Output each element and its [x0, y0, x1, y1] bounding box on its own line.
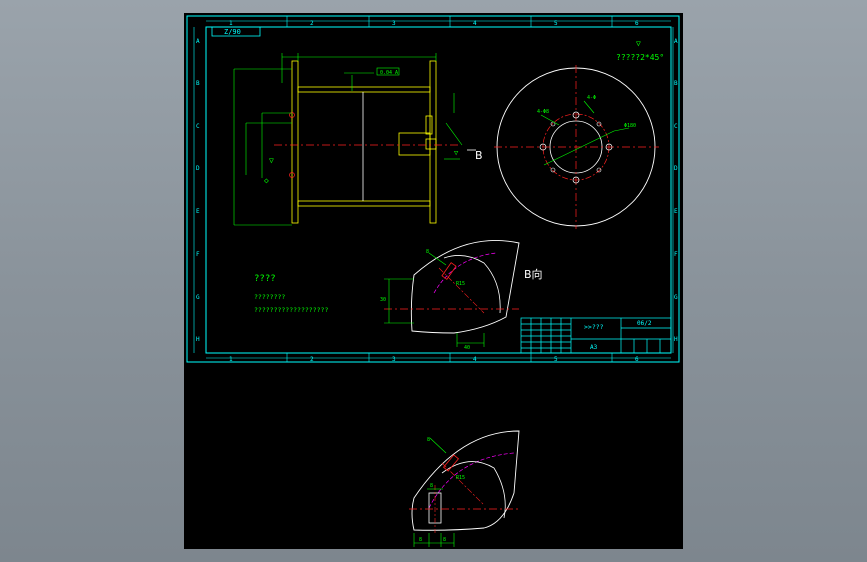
- row-label-right: B: [674, 80, 678, 87]
- partial-view-b: 30 40 8 R15: [380, 240, 520, 351]
- title-block: [520, 317, 672, 354]
- drawing-code-box: [211, 26, 261, 37]
- svg-text:0.04 A: 0.04 A: [380, 70, 398, 76]
- row-label-right: C: [674, 123, 678, 130]
- row-label: F: [196, 251, 200, 258]
- svg-text:8: 8: [419, 537, 422, 543]
- svg-text:▽: ▽: [269, 156, 274, 165]
- view-arrow-label: B: [475, 149, 483, 162]
- svg-text:8: 8: [426, 249, 429, 255]
- title-block-name: >>???: [584, 323, 604, 331]
- col-label-bottom: 3: [392, 356, 396, 363]
- svg-text:8: 8: [427, 437, 430, 443]
- row-label: D: [196, 165, 200, 172]
- col-label-top: 3: [392, 20, 396, 27]
- col-label-top: 1: [229, 20, 233, 27]
- row-label-right: E: [674, 208, 678, 215]
- col-label-bottom: 2: [310, 356, 314, 363]
- front-view: 4-Φ8 4-Φ Φ180: [494, 65, 659, 229]
- tech-title: ????: [254, 274, 276, 284]
- col-label-bottom: 4: [473, 356, 477, 363]
- roughness-note: ?????2*45°: [616, 53, 664, 62]
- tech-line-2: ???????????????????: [254, 306, 328, 314]
- row-label-right: H: [674, 336, 678, 343]
- row-label: A: [196, 38, 200, 45]
- col-label-top: 4: [473, 20, 477, 27]
- col-label-top: 2: [310, 20, 314, 27]
- svg-text:4-Φ8: 4-Φ8: [537, 109, 549, 115]
- col-label-bottom: 5: [554, 356, 558, 363]
- row-label-right: D: [674, 165, 678, 172]
- tech-line-1: ????????: [254, 293, 285, 301]
- inner-frame: [205, 26, 672, 354]
- svg-text:30: 30: [380, 297, 386, 303]
- svg-text:8: 8: [443, 537, 446, 543]
- svg-text:R15: R15: [456, 475, 465, 481]
- col-label-bottom: 1: [229, 356, 233, 363]
- row-label-right: F: [674, 251, 678, 258]
- title-block-scale: 06/2: [637, 320, 652, 327]
- svg-text:4-Φ: 4-Φ: [587, 95, 596, 101]
- svg-text:▽: ▽: [454, 149, 459, 157]
- view-b-label: B向: [524, 267, 543, 281]
- cad-viewport[interactable]: 1 2 3 4 5 6 1 2 3 4 5 6 A B C D E F G H …: [184, 13, 683, 549]
- outer-frame: [186, 15, 680, 363]
- row-label: C: [196, 123, 200, 130]
- col-label-top: 6: [635, 20, 639, 27]
- row-label-right: A: [674, 38, 678, 45]
- row-label: E: [196, 208, 200, 215]
- title-block-sheet: A3: [590, 344, 598, 351]
- row-label: B: [196, 80, 200, 87]
- roughness-symbol: ▽: [636, 39, 641, 48]
- drawing-code: Z/90: [224, 28, 241, 36]
- svg-text:8: 8: [430, 483, 433, 489]
- col-label-top: 5: [554, 20, 558, 27]
- section-view: 0.04 A ▽ ◇ ▽: [233, 53, 463, 226]
- svg-text:◇: ◇: [264, 176, 269, 185]
- drawing-sheet: 1 2 3 4 5 6 1 2 3 4 5 6 A B C D E F G H …: [186, 15, 680, 547]
- row-label-right: G: [674, 294, 678, 301]
- col-label-bottom: 6: [635, 356, 639, 363]
- detail-view-lower: 8 8 8 8 R15: [409, 430, 520, 547]
- row-label: H: [196, 336, 200, 343]
- svg-text:40: 40: [464, 345, 470, 351]
- svg-text:R15: R15: [456, 281, 465, 287]
- svg-text:Φ180: Φ180: [624, 123, 636, 129]
- row-label: G: [196, 294, 200, 301]
